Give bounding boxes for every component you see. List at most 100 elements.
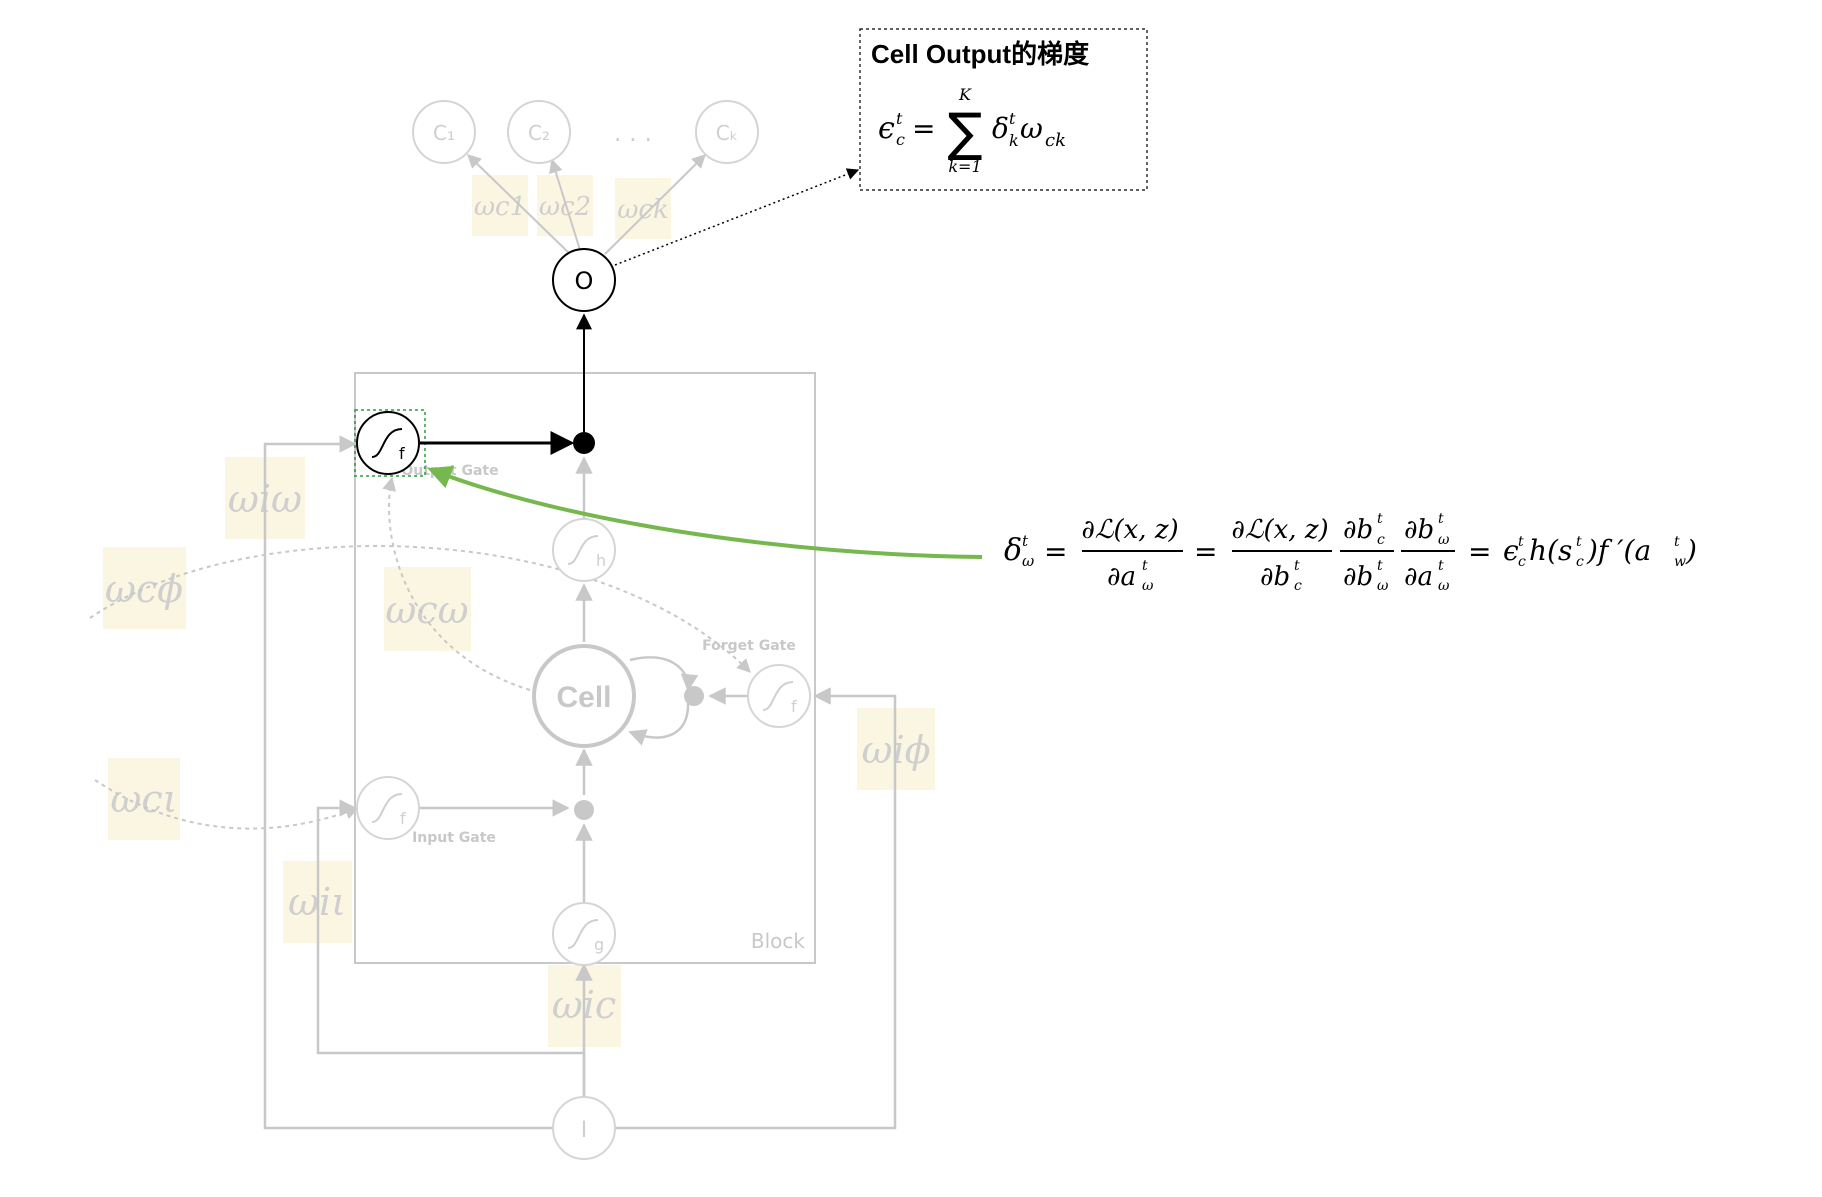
frac3-den: ∂b	[1343, 562, 1373, 592]
output-sigmoid-icon	[371, 428, 403, 458]
gradient-arrow	[427, 465, 983, 559]
eq-lhs-sup: t	[1022, 532, 1029, 550]
output-node-label: O	[575, 267, 594, 295]
output-gate	[356, 411, 420, 475]
input-node	[552, 1096, 616, 1160]
cell-node	[532, 644, 636, 748]
weight-c2-label: ωc2	[539, 192, 591, 222]
input-mult-dot	[574, 800, 594, 820]
input-node-label: I	[581, 1118, 588, 1143]
cell-output-box: Cell Output的梯度 ϵ t c = K ∑ k=1 δ t k ω c…	[859, 28, 1148, 191]
weight-ci-label: ωcι	[110, 777, 177, 821]
weight-cphi-box	[103, 547, 186, 629]
h-gate	[552, 518, 616, 582]
frac4-num-sub: ω	[1438, 532, 1450, 548]
input-gate-letter: f	[400, 809, 406, 828]
frac3-num: ∂b	[1343, 515, 1373, 545]
g-gate-letter: g	[594, 935, 604, 954]
main-equation: δ t ω = ∂ℒ(x, z) ∂a t ω = ∂ℒ(x, z) ∂b t …	[1004, 511, 1697, 594]
frac2-den-sup: t	[1294, 558, 1300, 574]
output-node	[552, 248, 616, 312]
h-sigmoid-icon	[567, 535, 599, 565]
box-lhs: ϵ	[878, 111, 895, 146]
eq-lhs: δ	[1004, 533, 1022, 568]
cell-output-title: Cell Output的梯度	[871, 39, 1089, 69]
frac3-den-sup: t	[1377, 558, 1383, 574]
weight-labels: ωc1 ωc2 ωck ωiω ωcϕ ωcω ωiϕ ωcι ωiι ωic	[103, 175, 935, 1047]
rhs-f: )f ′(a	[1586, 534, 1651, 567]
box-delta-sub: k	[1009, 131, 1019, 150]
box-omega: ω	[1020, 112, 1043, 145]
frac1-den: ∂a	[1107, 562, 1136, 592]
rhs-close: )	[1685, 534, 1697, 567]
frac1-den-sub: ω	[1142, 578, 1154, 594]
eq-equals-1: =	[1044, 535, 1067, 568]
node-ck	[695, 100, 759, 164]
frac2-numerator: ∂ℒ(x, z)	[1231, 515, 1328, 545]
weight-cphi-label: ωcϕ	[105, 567, 183, 611]
box-sum-symbol: ∑	[947, 103, 982, 163]
rhs-s-sub: c	[1576, 554, 1584, 570]
weight-ck-box	[615, 178, 671, 239]
eq-lhs-sub: ω	[1022, 552, 1034, 570]
weight-cw-label: ωcω	[385, 588, 468, 632]
output-to-formula-arrow	[614, 168, 860, 266]
node-c1-label: C₁	[433, 121, 455, 145]
frac3-num-sup: t	[1377, 511, 1383, 527]
eq-equals-3: =	[1468, 535, 1491, 568]
box-eq: =	[912, 112, 935, 145]
weight-cw-box	[384, 567, 471, 651]
box-sum-upper: K	[958, 85, 972, 104]
rhs-a-sub: w	[1674, 554, 1686, 570]
block-label: Block	[751, 929, 806, 953]
node-c2-label: C₂	[528, 121, 550, 145]
box-delta: δ	[992, 112, 1009, 145]
frac4-num-sup: t	[1438, 511, 1444, 527]
weight-c2-box	[537, 175, 593, 236]
g-sigmoid-icon	[567, 919, 599, 949]
g-gate	[552, 902, 616, 966]
forget-gate-label: Forget Gate	[702, 638, 796, 654]
frac1-numerator: ∂ℒ(x, z)	[1081, 515, 1178, 545]
rhs-a-sup: t	[1674, 534, 1680, 550]
h-gate-letter: h	[596, 551, 606, 570]
output-gate-letter: f	[399, 444, 405, 463]
frac2-den: ∂b	[1260, 562, 1290, 592]
faded-dashed-connections	[89, 476, 751, 830]
output-connections	[466, 154, 706, 255]
frac4-den-sub: ω	[1438, 578, 1450, 594]
box-delta-sup: t	[1009, 109, 1016, 128]
nodes-ellipsis: · · ·	[614, 126, 652, 154]
forget-gate-letter: f	[791, 697, 797, 716]
box-sum-lower: k=1	[948, 157, 981, 176]
box-lhs-sup: t	[896, 109, 903, 128]
rhs-epsilon-sup: t	[1518, 534, 1524, 550]
box-lhs-sub: c	[896, 130, 905, 149]
forget-gate	[747, 664, 811, 728]
rhs-h: h(s	[1529, 534, 1572, 567]
input-gate-label: Input Gate	[412, 830, 496, 846]
faded-nodes: C₁ C₂ Cₖ · · · Cell h f Forget Gate f In…	[356, 100, 811, 1160]
eq-equals-2: =	[1194, 535, 1217, 568]
weight-c1-label: ωc1	[474, 192, 526, 222]
frac2-den-sub: c	[1294, 578, 1302, 594]
highlighted-path: f O	[354, 168, 860, 477]
frac3-num-sub: c	[1377, 532, 1385, 548]
frac4-den: ∂a	[1404, 562, 1433, 592]
rhs-s-sup: t	[1576, 534, 1582, 550]
cell-output-frame	[859, 28, 1148, 191]
frac3-den-sub: ω	[1377, 578, 1389, 594]
rhs-epsilon: ϵ	[1503, 534, 1519, 567]
input-gate	[356, 776, 420, 840]
forget-mult-dot	[684, 686, 704, 706]
box-omega-sub: ck	[1045, 130, 1066, 151]
node-c1	[412, 100, 476, 164]
node-c2	[507, 100, 571, 164]
weight-ci-box	[108, 758, 180, 840]
rhs-epsilon-sub: c	[1518, 554, 1526, 570]
output-mult-dot	[573, 432, 595, 454]
frac4-den-sup: t	[1438, 558, 1444, 574]
frac4-num: ∂b	[1404, 515, 1434, 545]
